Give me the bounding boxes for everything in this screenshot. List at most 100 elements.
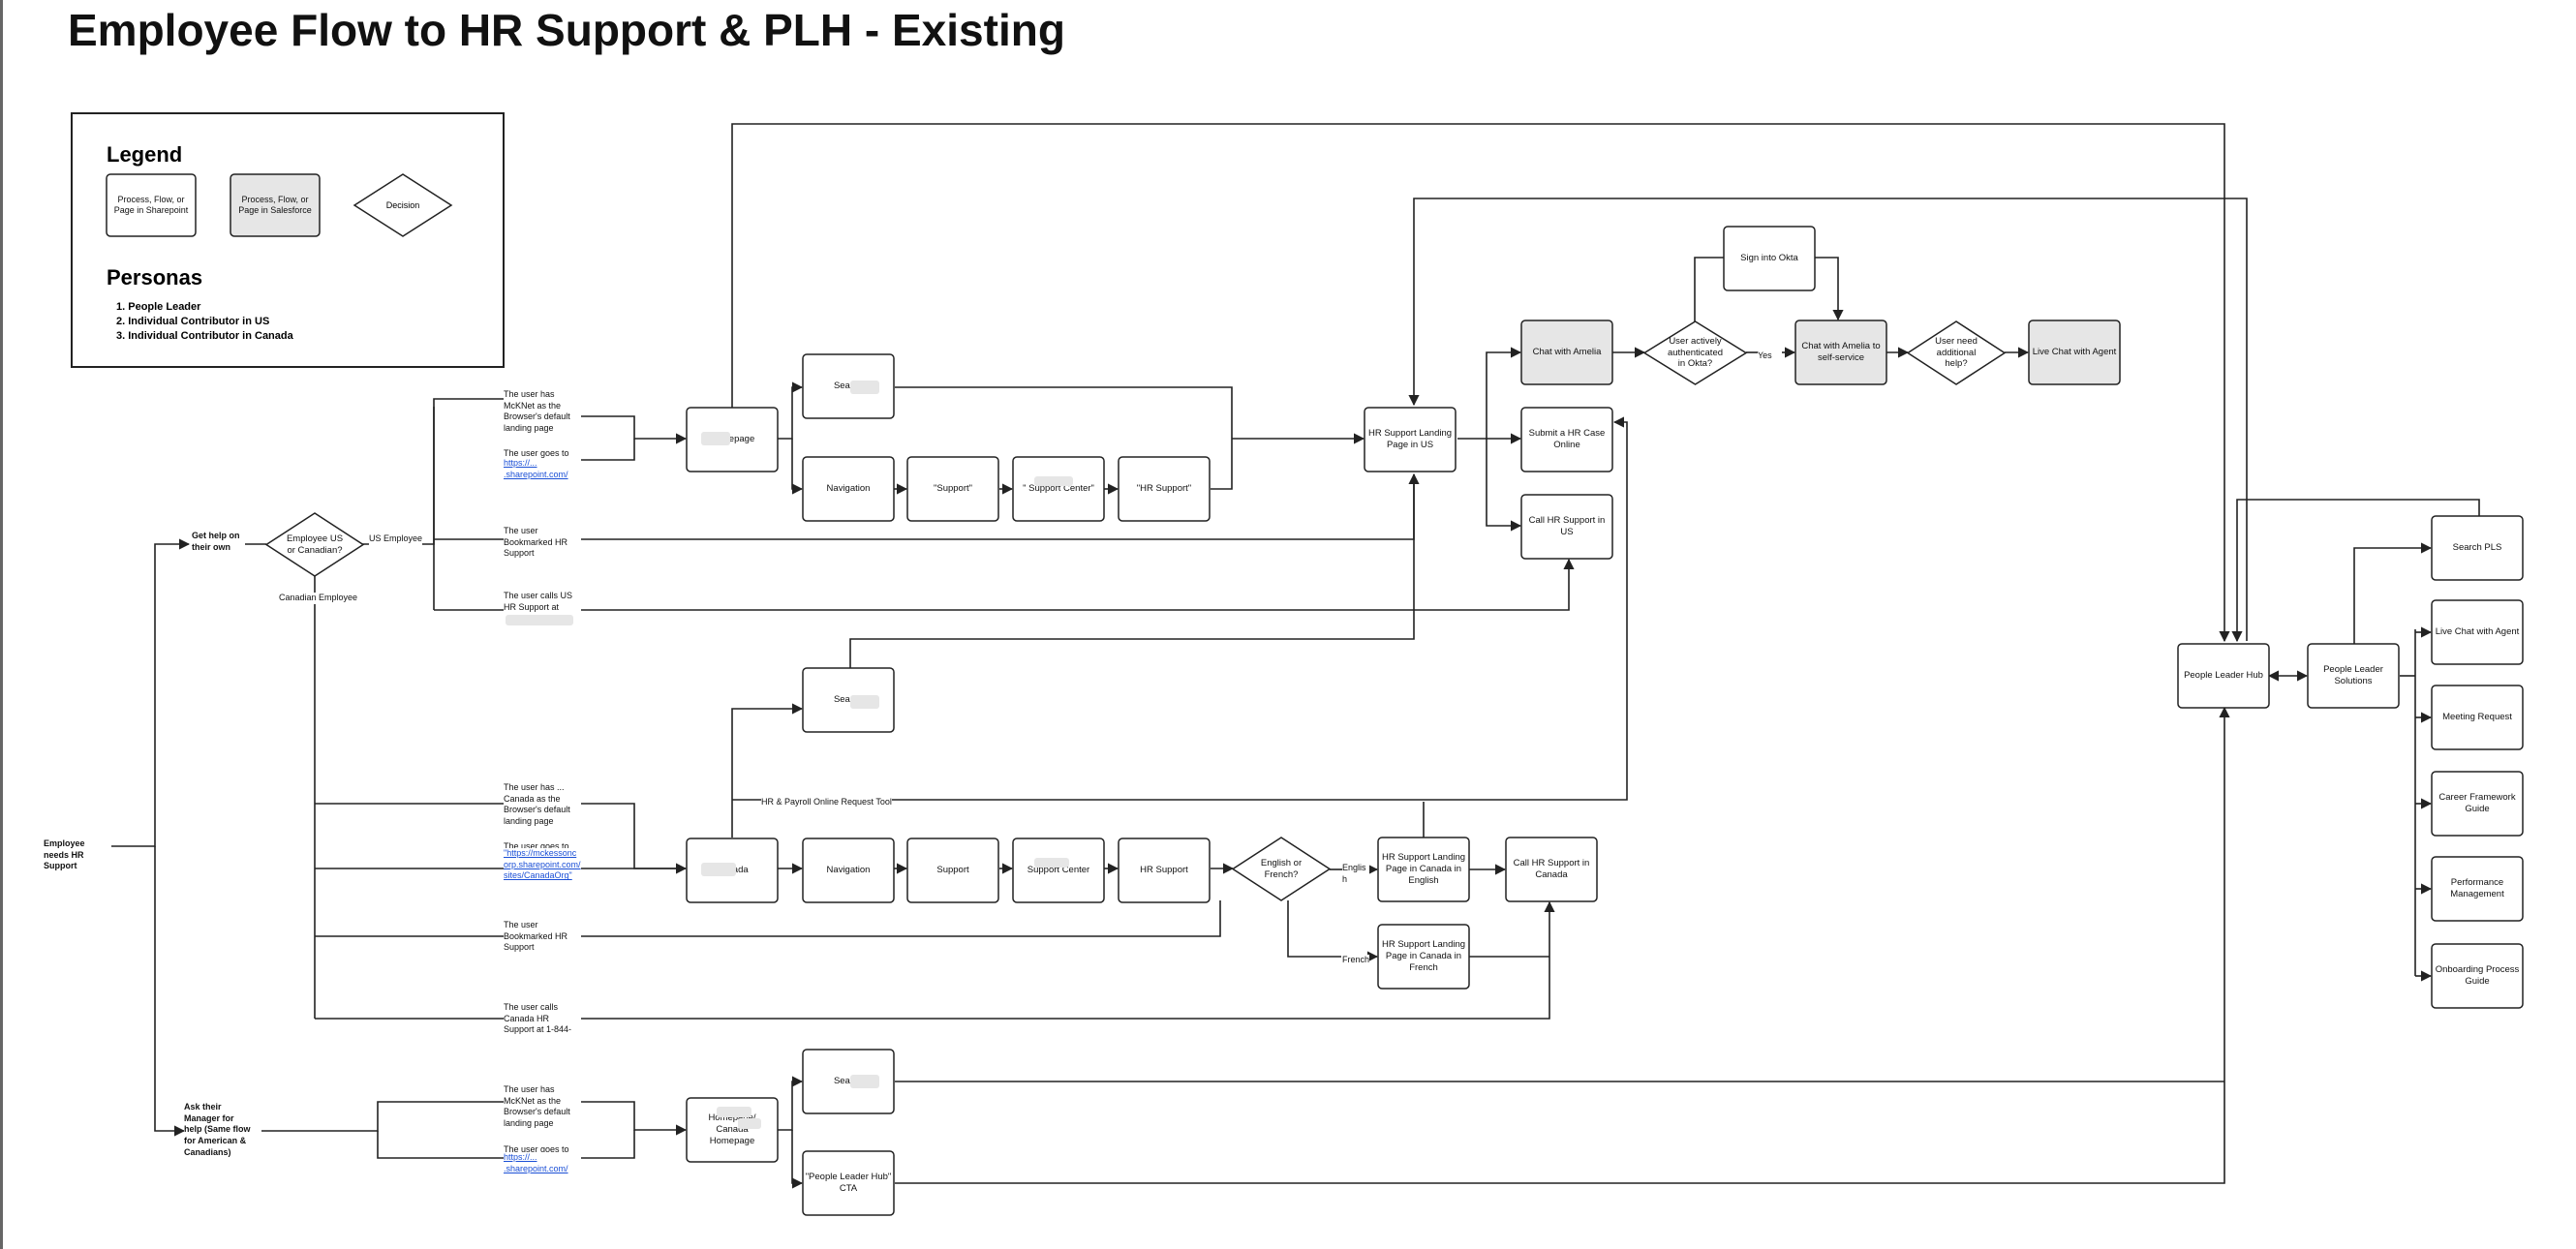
node-live-chat-agent: Live Chat with Agent bbox=[2431, 599, 2524, 665]
node-ca-search: Search bbox=[802, 667, 895, 733]
node-pl-solutions-text: People Leader Solutions bbox=[2323, 664, 2383, 686]
node-okta-decision: User actively authenticated in Okta? bbox=[1642, 320, 1748, 385]
legend-title: Legend bbox=[107, 142, 182, 167]
node-onboarding: Onboarding Process Guide bbox=[2431, 943, 2524, 1009]
node-us-support-text: "Support" bbox=[933, 483, 973, 495]
legend-sharepoint-shape bbox=[106, 173, 197, 237]
label-ca-link[interactable]: "https://mckessoncorp.sharepoint.com/sit… bbox=[504, 848, 581, 916]
legend-salesforce-shape bbox=[230, 173, 321, 237]
node-need-help-text: User need additional help? bbox=[1935, 335, 1978, 370]
connector-lines bbox=[111, 123, 2480, 1189]
node-pl-solutions: People Leader Solutions bbox=[2307, 643, 2400, 709]
persona-1: 1. People Leader bbox=[116, 301, 201, 313]
node-us-support: "Support" bbox=[906, 456, 999, 522]
node-m-homepage-3-text: Homepage bbox=[709, 1135, 755, 1146]
label-start: Employee needs HR Support bbox=[44, 838, 111, 873]
node-call-ca: Call HR Support in Canada bbox=[1505, 837, 1598, 902]
flow-labels: Employee needs HR Support Get help on the… bbox=[44, 350, 1772, 1220]
legend-salesforce-label: Process, Flow, or Page in Salesforce bbox=[238, 195, 312, 215]
label-m-link[interactable]: https://... .sharepoint.com/ bbox=[504, 1152, 581, 1220]
node-hr-landing-us: HR Support Landing Page in US bbox=[1364, 407, 1457, 472]
node-plh-cta: "People Leader Hub" CTA bbox=[802, 1150, 895, 1216]
node-ca-support: Support bbox=[906, 838, 999, 903]
node-ca-search-text: Search bbox=[833, 694, 864, 706]
label-french: French bbox=[1342, 955, 1369, 966]
node-landing-ca-fr-text: HR Support Landing Page in Canada in Fre… bbox=[1381, 939, 1466, 973]
label-us-link[interactable]: https://... .sharepoint.com/ bbox=[504, 458, 581, 526]
node-performance: Performance Management bbox=[2431, 856, 2524, 922]
node-hr-landing-us-text: HR Support Landing Page in US bbox=[1367, 428, 1453, 450]
label-us-goes-to: The user goes to bbox=[504, 448, 569, 460]
label-us-bookmark: The user Bookmarked HR Support bbox=[504, 526, 581, 561]
node-us-homepage: Homepage bbox=[686, 407, 779, 472]
label-us-employee: US Employee bbox=[369, 533, 423, 545]
node-decision-us-ca-text: Employee US or Canadian? bbox=[286, 533, 344, 556]
node-m-search: Search bbox=[802, 1049, 895, 1114]
flow-nodes: Employee US or Canadian?HomepageSearchNa… bbox=[264, 226, 2524, 1216]
label-us-calls: The user calls US HR Support at bbox=[504, 591, 581, 614]
page-title: Employee Flow to HR Support & PLH - Exis… bbox=[68, 5, 1065, 55]
node-lang-decision-text: English or French? bbox=[1260, 857, 1303, 880]
node-submit-case-text: Submit a HR Case Online bbox=[1528, 428, 1606, 450]
node-career-guide-text: Career Framework Guide bbox=[2438, 792, 2516, 814]
label-english: English bbox=[1342, 863, 1369, 886]
node-landing-ca-en-text: HR Support Landing Page in Canada in Eng… bbox=[1381, 852, 1466, 886]
node-plh: People Leader Hub bbox=[2177, 643, 2270, 709]
label-own: Get help on their own bbox=[192, 531, 245, 554]
node-us-search-text: Search bbox=[833, 381, 864, 392]
node-ca-support-center: Support Center bbox=[1012, 838, 1105, 903]
node-call-us-text: Call HR Support in US bbox=[1528, 515, 1606, 537]
node-plh-cta-text: "People Leader Hub" CTA bbox=[805, 1172, 892, 1194]
node-us-search: Search bbox=[802, 353, 895, 419]
node-us-navigation: Navigation bbox=[802, 456, 895, 522]
node-plh-text: People Leader Hub bbox=[2184, 670, 2263, 682]
node-search-pls-text: Search PLS bbox=[2452, 542, 2502, 554]
node-us-hr-support-text: "HR Support" bbox=[1136, 483, 1192, 495]
persona-2: 2. Individual Contributor in US bbox=[116, 316, 269, 327]
node-lang-decision: English or French? bbox=[1231, 837, 1332, 901]
node-live-chat: Live Chat with Agent bbox=[2028, 320, 2121, 385]
node-call-us: Call HR Support in US bbox=[1520, 494, 1613, 560]
persona-3: 3. Individual Contributor in Canada bbox=[116, 330, 294, 342]
label-m-goes-to: The user goes to bbox=[504, 1144, 569, 1156]
node-landing-ca-en: HR Support Landing Page in Canada in Eng… bbox=[1377, 837, 1470, 902]
node-career-guide: Career Framework Guide bbox=[2431, 771, 2524, 837]
node-meeting-request: Meeting Request bbox=[2431, 685, 2524, 750]
node-sign-okta-text: Sign into Okta bbox=[1740, 253, 1798, 264]
legend-sharepoint-label: Process, Flow, or Page in Sharepoint bbox=[114, 195, 189, 215]
label-ca-bookmark: The user Bookmarked HR Support bbox=[504, 920, 581, 955]
node-performance-text: Performance Management bbox=[2450, 877, 2504, 899]
label-ca-calls: The user calls Canada HR Support at 1-84… bbox=[504, 1002, 581, 1037]
label-ca-has: The user has ... Canada as the Browser's… bbox=[504, 782, 581, 828]
legend-decision-label: Decision bbox=[386, 200, 420, 210]
node-search-pls: Search PLS bbox=[2431, 515, 2524, 581]
node-us-support-center: " Support Center" bbox=[1012, 456, 1105, 522]
node-need-help: User need additional help? bbox=[1906, 320, 2007, 385]
label-ca-goes-to: The user goes to bbox=[504, 841, 569, 853]
node-ca-hr-support-text: HR Support bbox=[1140, 865, 1188, 876]
node-onboarding-text: Onboarding Process Guide bbox=[2435, 964, 2520, 987]
node-live-chat-text: Live Chat with Agent bbox=[2032, 347, 2117, 358]
node-us-hr-support: "HR Support" bbox=[1118, 456, 1211, 522]
label-hr-payroll: HR & Payroll Online Request Tool bbox=[761, 797, 892, 808]
node-ca-navigation: Navigation bbox=[802, 838, 895, 903]
node-ca-navigation-text: Navigation bbox=[826, 865, 871, 876]
node-landing-ca-fr: HR Support Landing Page in Canada in Fre… bbox=[1377, 924, 1470, 990]
node-chat-amelia: Chat with Amelia bbox=[1520, 320, 1613, 385]
node-us-support-center-text: " Support Center" bbox=[1023, 483, 1094, 495]
label-m-mcknet: The user has McKNet as the Browser's def… bbox=[504, 1084, 581, 1130]
node-m-search-text: Search bbox=[833, 1076, 864, 1087]
label-ask: Ask their Manager for help (Same flow fo… bbox=[184, 1102, 252, 1159]
node-okta-decision-text: User actively authenticated in Okta? bbox=[1667, 335, 1724, 370]
node-decision-us-ca: Employee US or Canadian? bbox=[264, 512, 365, 577]
node-ca-support-text: Support bbox=[936, 865, 969, 876]
node-m-homepage-1-text: Homepage/ bbox=[708, 1112, 756, 1124]
node-sign-okta: Sign into Okta bbox=[1723, 226, 1816, 291]
node-chat-amelia-self: Chat with Amelia to self-service bbox=[1794, 320, 1887, 385]
node-us-homepage-text: Homepage bbox=[709, 434, 755, 445]
node-ca-hr-support: HR Support bbox=[1118, 838, 1211, 903]
legend-decision-shape bbox=[353, 173, 453, 237]
personas-title: Personas bbox=[107, 265, 202, 289]
